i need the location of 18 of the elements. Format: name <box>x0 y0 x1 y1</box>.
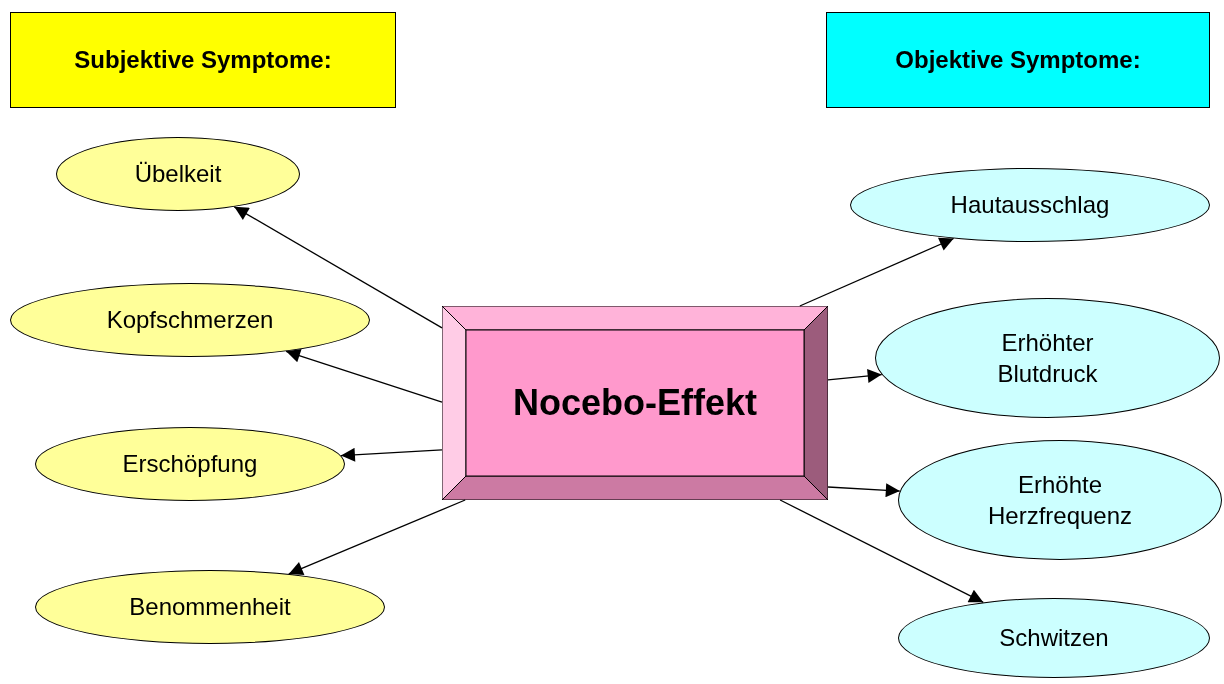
symptom-ellipse: Benommenheit <box>35 570 385 644</box>
arrow <box>340 447 443 462</box>
arrow <box>827 369 883 383</box>
arrow <box>799 237 955 307</box>
symptom-ellipse: Erschöpfung <box>35 427 345 501</box>
heading-box: Subjektive Symptome: <box>10 12 396 108</box>
arrow <box>285 348 443 403</box>
symptom-ellipse: Erhöhte Herzfrequenz <box>898 440 1222 560</box>
arrow <box>827 483 901 498</box>
symptom-ellipse: Hautausschlag <box>850 168 1210 242</box>
symptom-ellipse: Kopfschmerzen <box>10 283 370 357</box>
symptom-ellipse: Schwitzen <box>898 598 1210 678</box>
symptom-ellipse: Erhöhter Blutdruck <box>875 298 1220 418</box>
heading-box: Objektive Symptome: <box>826 12 1210 108</box>
arrow <box>233 206 443 329</box>
arrow <box>779 499 984 603</box>
symptom-ellipse: Übelkeit <box>56 137 300 211</box>
arrow <box>288 499 466 575</box>
